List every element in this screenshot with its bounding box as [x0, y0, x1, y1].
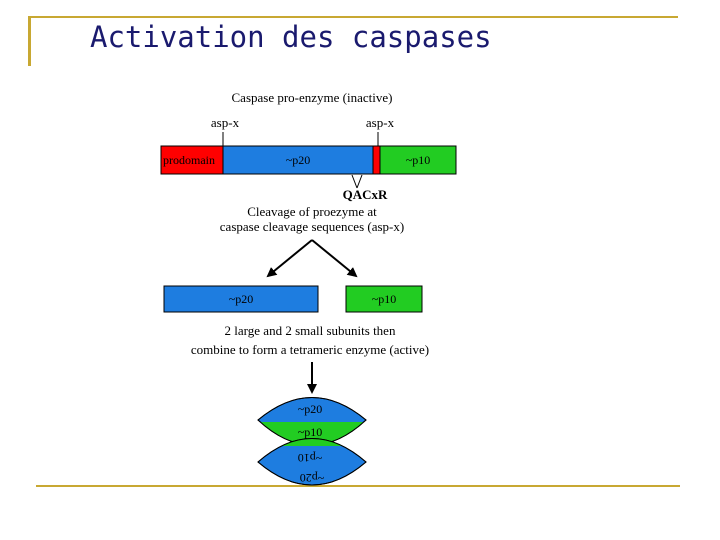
tetramer-top-p10-label: ~p10	[298, 425, 323, 439]
active-site-pointer-left	[351, 174, 358, 189]
p20-subunit-label: ~p20	[229, 292, 254, 306]
tetramer-caption-line2: combine to form a tetrameric enzyme (act…	[191, 342, 429, 357]
p10-subunit	[345, 285, 423, 313]
pro-enzyme-caption: Caspase pro-enzyme (inactive)	[232, 90, 393, 105]
tetramer-bottom-p10-label: ~p10	[298, 451, 323, 465]
p10-segment	[379, 145, 457, 175]
p10-segment-label: ~p10	[406, 153, 431, 167]
prodomain-segment	[160, 145, 224, 175]
tetramer-bottom-p20-label: ~p20	[300, 471, 325, 485]
tetramer-top-p20-label: ~p20	[298, 402, 323, 416]
cleavage-site-right-label: asp-x	[366, 115, 395, 130]
prodomain-label: prodomain	[163, 153, 215, 167]
cleavage-caption-line1: Cleavage of proezyme at	[247, 204, 377, 219]
cleavage-site-left-label: asp-x	[211, 115, 240, 130]
tetramer-top-subunit-pair	[257, 397, 367, 446]
p20-subunit	[163, 285, 319, 313]
tetramer-bottom-subunit-pair	[257, 438, 367, 486]
frame-left-line	[28, 16, 31, 66]
active-site-pointer-right	[356, 174, 363, 189]
p10-subunit-label: ~p10	[372, 292, 397, 306]
tetramer-caption-line1: 2 large and 2 small subunits then	[225, 323, 396, 338]
active-site-label: QACxR	[343, 187, 388, 202]
linker-segment	[372, 145, 381, 175]
split-arrow-right	[311, 239, 358, 278]
frame-bottom-line	[36, 485, 680, 487]
cleavage-caption-line2: caspase cleavage sequences (asp-x)	[220, 219, 404, 234]
frame-top-line	[28, 16, 678, 18]
split-arrow-left	[266, 239, 313, 278]
p20-segment-label: ~p20	[286, 153, 311, 167]
slide-title: Activation des caspases	[90, 20, 492, 54]
